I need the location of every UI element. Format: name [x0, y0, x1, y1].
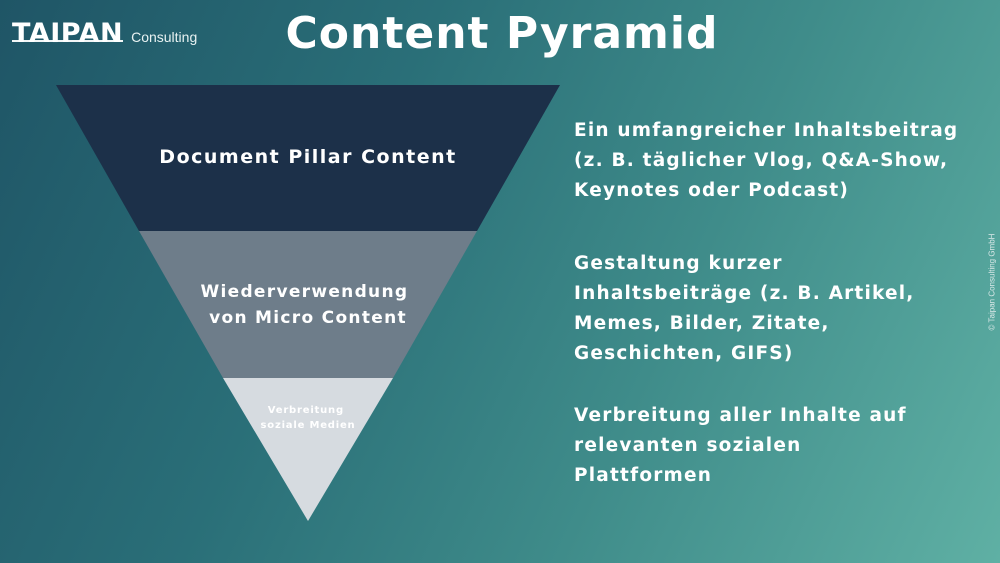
description-micro-content: Gestaltung kurzer Inhaltsbeiträge (z. B.…	[574, 249, 964, 369]
pyramid-level-top	[56, 85, 560, 231]
description-social-distribution: Verbreitung aller Inhalte auf relevanten…	[574, 401, 964, 491]
company-logo: TAIPAN Consulting	[12, 20, 197, 47]
copyright-notice: © Taipan Consulting GmbH	[987, 233, 997, 331]
pyramid-label-middle-line-1: Wiederverwendung	[200, 282, 408, 302]
pyramid-label-middle: Wiederverwendung von Micro Content	[200, 282, 415, 328]
description-text: Ein umfangreicher Inhaltsbeitrag (z. B. …	[574, 120, 959, 201]
description-pillar-content: Ein umfangreicher Inhaltsbeitrag (z. B. …	[574, 116, 964, 206]
pyramid-label-middle-line-2: von Micro Content	[209, 308, 407, 328]
pyramid-label-top-line-1: Document Pillar Content	[159, 146, 456, 168]
pyramid-label-bottom: Verbreitung soziale Medien	[261, 405, 356, 431]
logo-brand: TAIPAN	[12, 18, 124, 49]
description-text: Verbreitung aller Inhalte auf relevanten…	[574, 405, 907, 486]
pyramid-label-top: Document Pillar Content	[159, 146, 456, 168]
pyramid-level-middle	[139, 231, 477, 378]
pyramid-level-bottom	[223, 378, 393, 521]
pyramid-label-bottom-line-2: soziale Medien	[261, 420, 356, 431]
description-text: Gestaltung kurzer Inhaltsbeiträge (z. B.…	[574, 253, 915, 364]
logo-subtitle: Consulting	[131, 29, 198, 45]
page-title: Content Pyramid	[285, 8, 719, 59]
pyramid-label-bottom-line-1: Verbreitung	[268, 405, 344, 416]
